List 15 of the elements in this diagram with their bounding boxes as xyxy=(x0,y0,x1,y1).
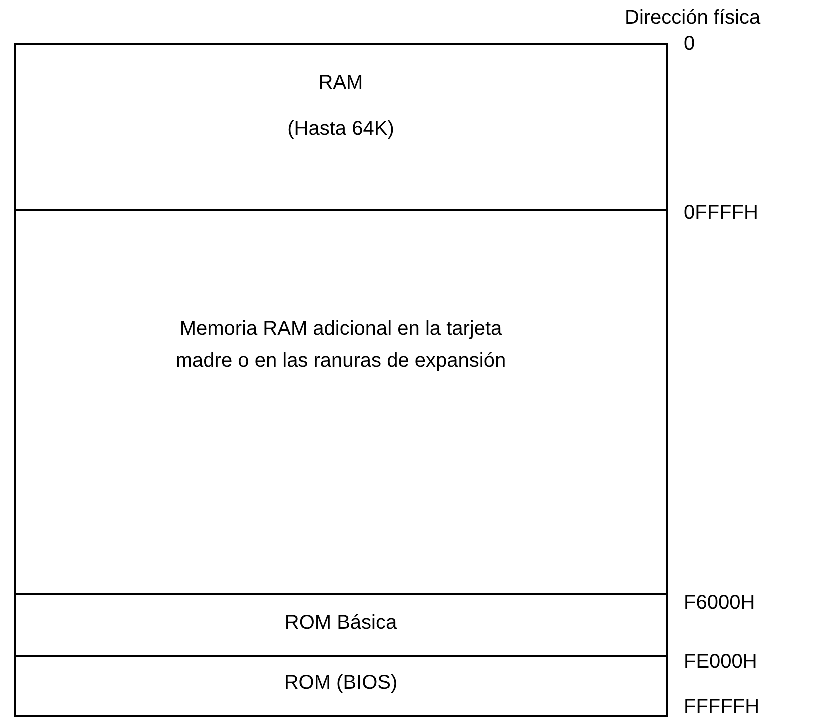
memory-region xyxy=(14,209,668,595)
axis-heading: Dirección física xyxy=(625,7,761,29)
region-title: ROM (BIOS) xyxy=(284,671,398,696)
address-label: FE000H xyxy=(684,651,758,673)
address-label: F6000H xyxy=(684,592,756,614)
address-label: FFFFFH xyxy=(684,696,760,718)
region-note: (Hasta 64K) xyxy=(288,117,394,142)
region-description: Memoria RAM adicional en la tarjeta madre o en las ranuras de expansión xyxy=(174,317,508,374)
address-label: 0FFFFH xyxy=(684,202,758,224)
memory-region xyxy=(14,43,668,211)
address-label: 0 xyxy=(684,33,696,55)
memory-region xyxy=(14,593,668,657)
region-title: ROM Básica xyxy=(284,611,398,636)
memory-region xyxy=(14,655,668,717)
region-title: RAM xyxy=(318,71,364,96)
